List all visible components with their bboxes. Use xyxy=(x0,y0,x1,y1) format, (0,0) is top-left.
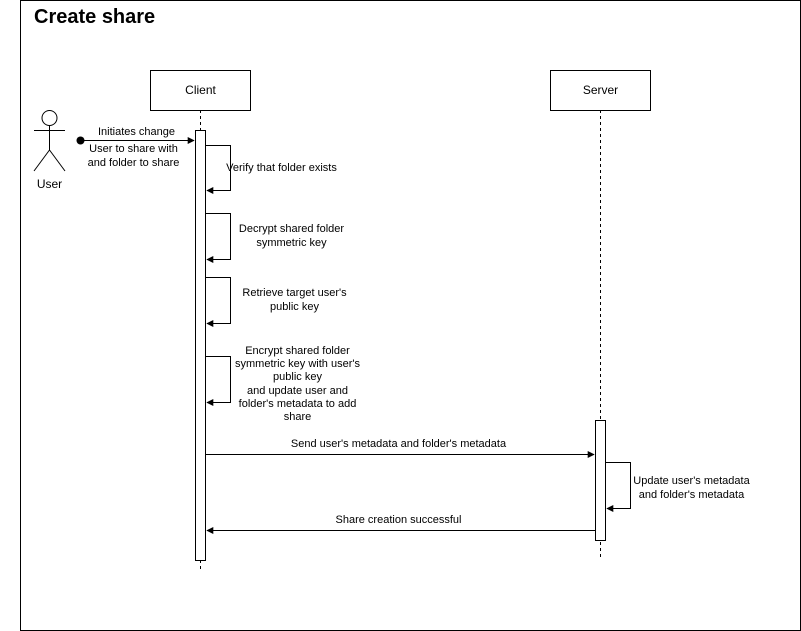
decrypt-label-2: symmetric key xyxy=(256,237,327,249)
server-participant-box xyxy=(550,70,651,111)
retrieve-label-1: Retrieve target user's xyxy=(242,287,347,299)
send-metadata-label: Send user's metadata and folder's metada… xyxy=(291,438,507,450)
client-activation-bar xyxy=(195,130,206,561)
retrieve-label-2: public key xyxy=(270,301,319,313)
update-label-2: and folder's metadata xyxy=(639,489,745,501)
encrypt-label-2: symmetric key with user's xyxy=(235,358,360,370)
user-actor-icon xyxy=(33,110,66,172)
encrypt-label-1: Encrypt shared folder xyxy=(245,345,350,357)
diagram-title: Create share xyxy=(34,6,155,28)
encrypt-label-6: share xyxy=(284,411,312,423)
initiate-change-detail-2: and folder to share xyxy=(88,157,180,169)
server-activation-bar xyxy=(595,420,606,541)
share-success-label: Share creation successful xyxy=(336,514,462,526)
encrypt-label-3: public key xyxy=(273,371,322,383)
decrypt-label-1: Decrypt shared folder xyxy=(239,223,344,235)
user-actor-label: User xyxy=(37,177,62,191)
initiate-change-detail-1: User to share with xyxy=(89,143,178,155)
decrypt-self-arrow xyxy=(205,213,231,263)
verify-label: Verify that folder exists xyxy=(226,162,337,174)
verify-self-arrow xyxy=(205,145,231,194)
encrypt-label-4: and update user and xyxy=(247,385,348,397)
client-participant-label: Client xyxy=(185,83,216,97)
update-label-1: Update user's metadata xyxy=(633,475,750,487)
initiate-label-bg xyxy=(84,124,182,136)
server-participant-label: Server xyxy=(583,83,618,97)
initiate-change-label: Initiates change xyxy=(98,126,175,138)
diagram-frame xyxy=(20,0,801,631)
encrypt-self-arrow xyxy=(205,356,231,406)
encrypt-label-5: folder's metadata to add xyxy=(239,398,357,410)
retrieve-self-arrow xyxy=(205,277,231,327)
client-participant-box xyxy=(150,70,251,111)
update-self-arrow xyxy=(605,462,631,512)
